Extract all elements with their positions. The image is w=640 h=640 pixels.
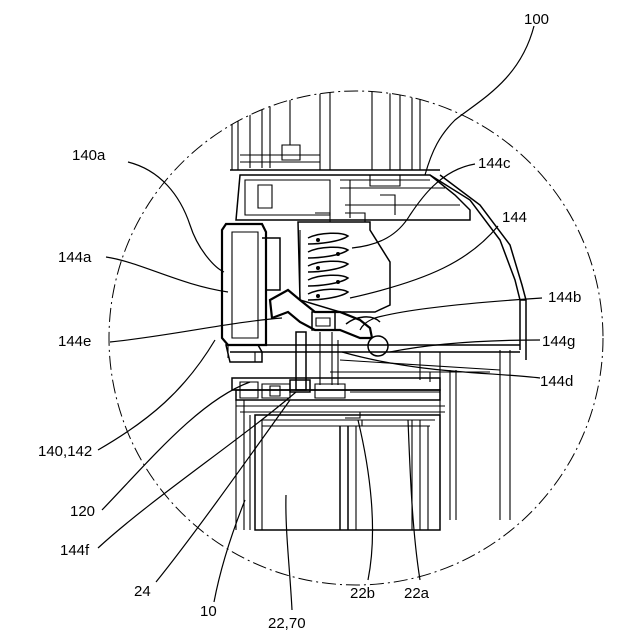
label-120: 120 [70, 503, 95, 520]
latch-144b [270, 290, 388, 356]
leader-22-70 [286, 495, 292, 610]
label-10: 10 [200, 603, 217, 620]
label-100: 100 [524, 11, 549, 28]
leader-22a [408, 420, 420, 580]
leader-144g [390, 340, 540, 352]
leader-100 [425, 26, 534, 175]
label-144c: 144c [478, 155, 511, 172]
leader-10 [214, 500, 245, 602]
label-144g: 144g [542, 333, 575, 350]
label-24: 24 [134, 583, 151, 600]
leader-22b [358, 420, 373, 580]
leader-144 [350, 226, 498, 298]
upper-frame [230, 80, 440, 170]
mechanism-drawing [222, 80, 526, 530]
leader-24 [156, 400, 290, 582]
label-144: 144 [502, 209, 527, 226]
leader-144b [360, 298, 542, 330]
label-22-70: 22,70 [268, 615, 306, 632]
label-22b: 22b [350, 585, 375, 602]
label-140-142: 140,142 [38, 443, 92, 460]
leader-144f [98, 392, 296, 548]
label-22a: 22a [404, 585, 430, 602]
leader-144a [106, 257, 228, 292]
plunger-144d [290, 332, 338, 392]
label-144d: 144d [540, 373, 573, 390]
middle-plate [230, 345, 520, 520]
label-140a: 140a [72, 147, 106, 164]
label-144a: 144a [58, 249, 92, 266]
label-144b: 144b [548, 289, 581, 306]
leader-140-142 [98, 340, 215, 450]
label-144e: 144e [58, 333, 91, 350]
leader-140a [128, 162, 224, 272]
label-144f: 144f [60, 542, 90, 559]
right-case [430, 175, 526, 520]
lever-140a [222, 224, 280, 362]
coil-spring [308, 233, 348, 300]
